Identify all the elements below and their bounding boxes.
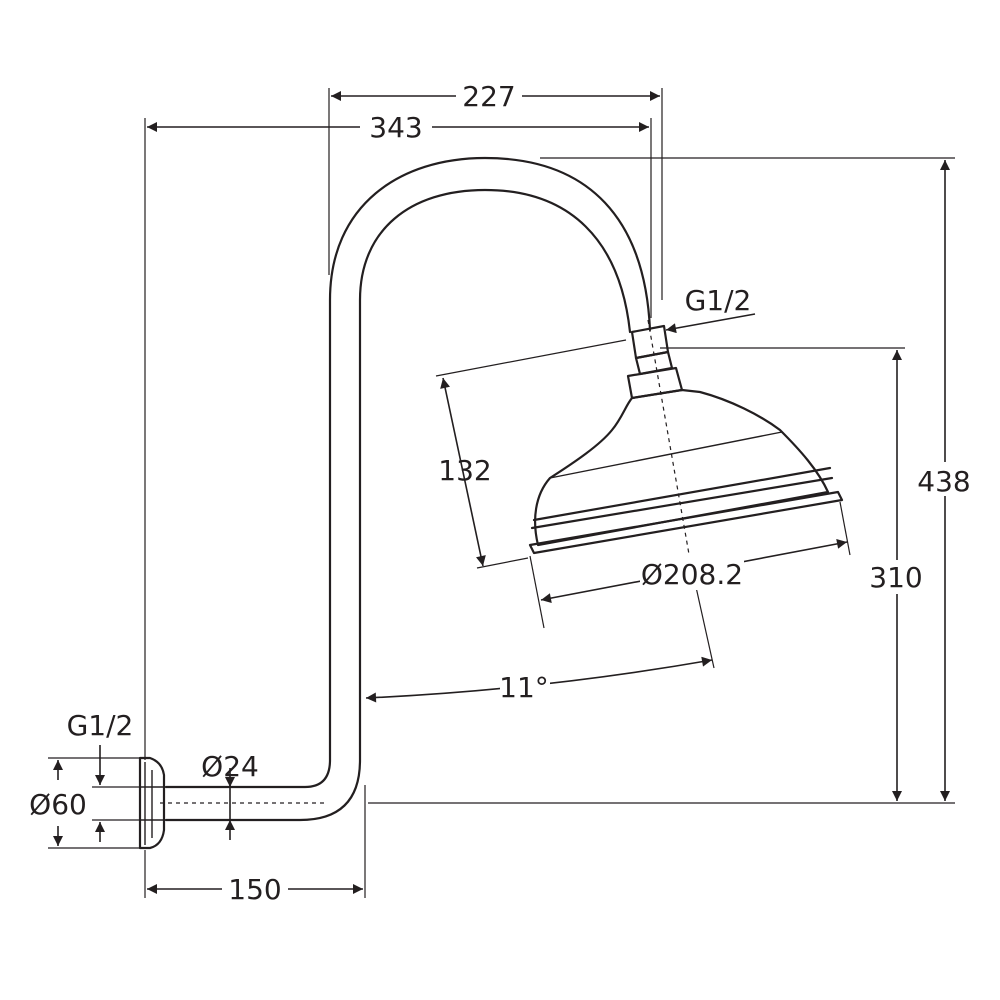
label-top-thread: G1/2	[685, 284, 752, 317]
head-face-rim	[528, 490, 844, 555]
wall-flange	[138, 756, 166, 850]
label-60: Ø60	[29, 788, 87, 821]
dimension-labels: 227 343 G1/2 132 438 Ø208.2 310 11° G1/2…	[26, 80, 974, 906]
label-227: 227	[462, 80, 515, 113]
label-132: 132	[438, 454, 491, 487]
arm-inner-contour	[164, 188, 632, 822]
shower-head	[528, 319, 844, 561]
dim-line-132	[440, 377, 486, 567]
head-axis	[647, 319, 691, 561]
shower-arm	[160, 156, 652, 822]
dimension-lines	[53, 91, 950, 894]
head-dome	[534, 388, 830, 547]
label-208: Ø208.2	[641, 558, 743, 591]
label-343: 343	[369, 111, 422, 144]
arm-outer-contour	[164, 156, 652, 789]
leader-top-thread	[665, 313, 756, 334]
label-24: Ø24	[201, 750, 259, 783]
label-310: 310	[869, 561, 922, 594]
label-150: 150	[228, 873, 281, 906]
label-wall-thread: G1/2	[67, 709, 134, 742]
extension-lines	[48, 88, 955, 898]
label-438: 438	[917, 465, 970, 498]
label-angle: 11°	[499, 671, 549, 704]
